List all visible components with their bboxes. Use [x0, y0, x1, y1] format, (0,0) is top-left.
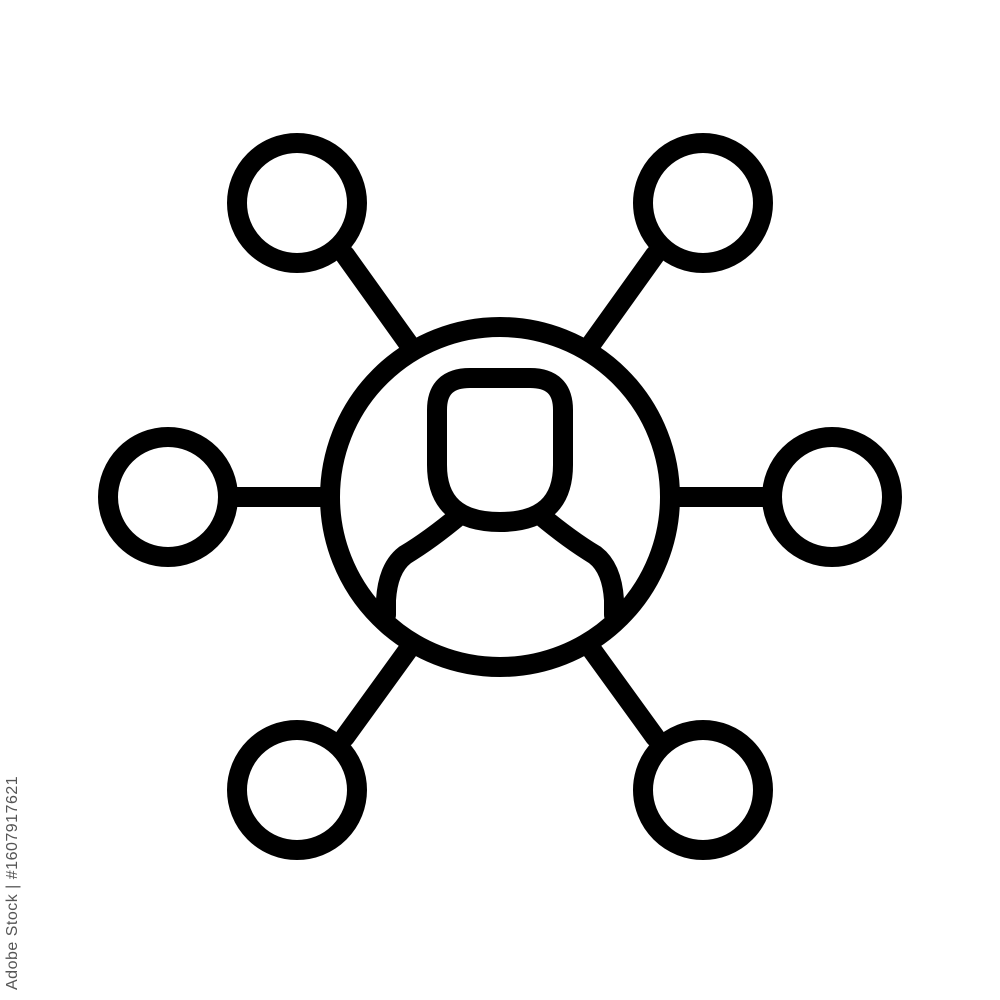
satellite-node-top-left [227, 133, 367, 273]
center-circle [320, 317, 680, 677]
connector-line-top-right [582, 245, 665, 353]
connector-line-top-left [335, 245, 418, 353]
satellite-node-bottom-right [633, 720, 773, 860]
satellite-node-bottom-left [227, 720, 367, 860]
user-head-icon [427, 368, 573, 532]
satellite-node-right [762, 427, 902, 567]
connector-line-bottom-right [582, 640, 665, 747]
user-body-icon [376, 505, 624, 625]
satellite-node-top-right [633, 133, 773, 273]
stock-id-watermark: Adobe Stock | #1607917621 [4, 775, 21, 990]
connector-line-bottom-left [335, 640, 418, 747]
satellite-node-left [98, 427, 238, 567]
